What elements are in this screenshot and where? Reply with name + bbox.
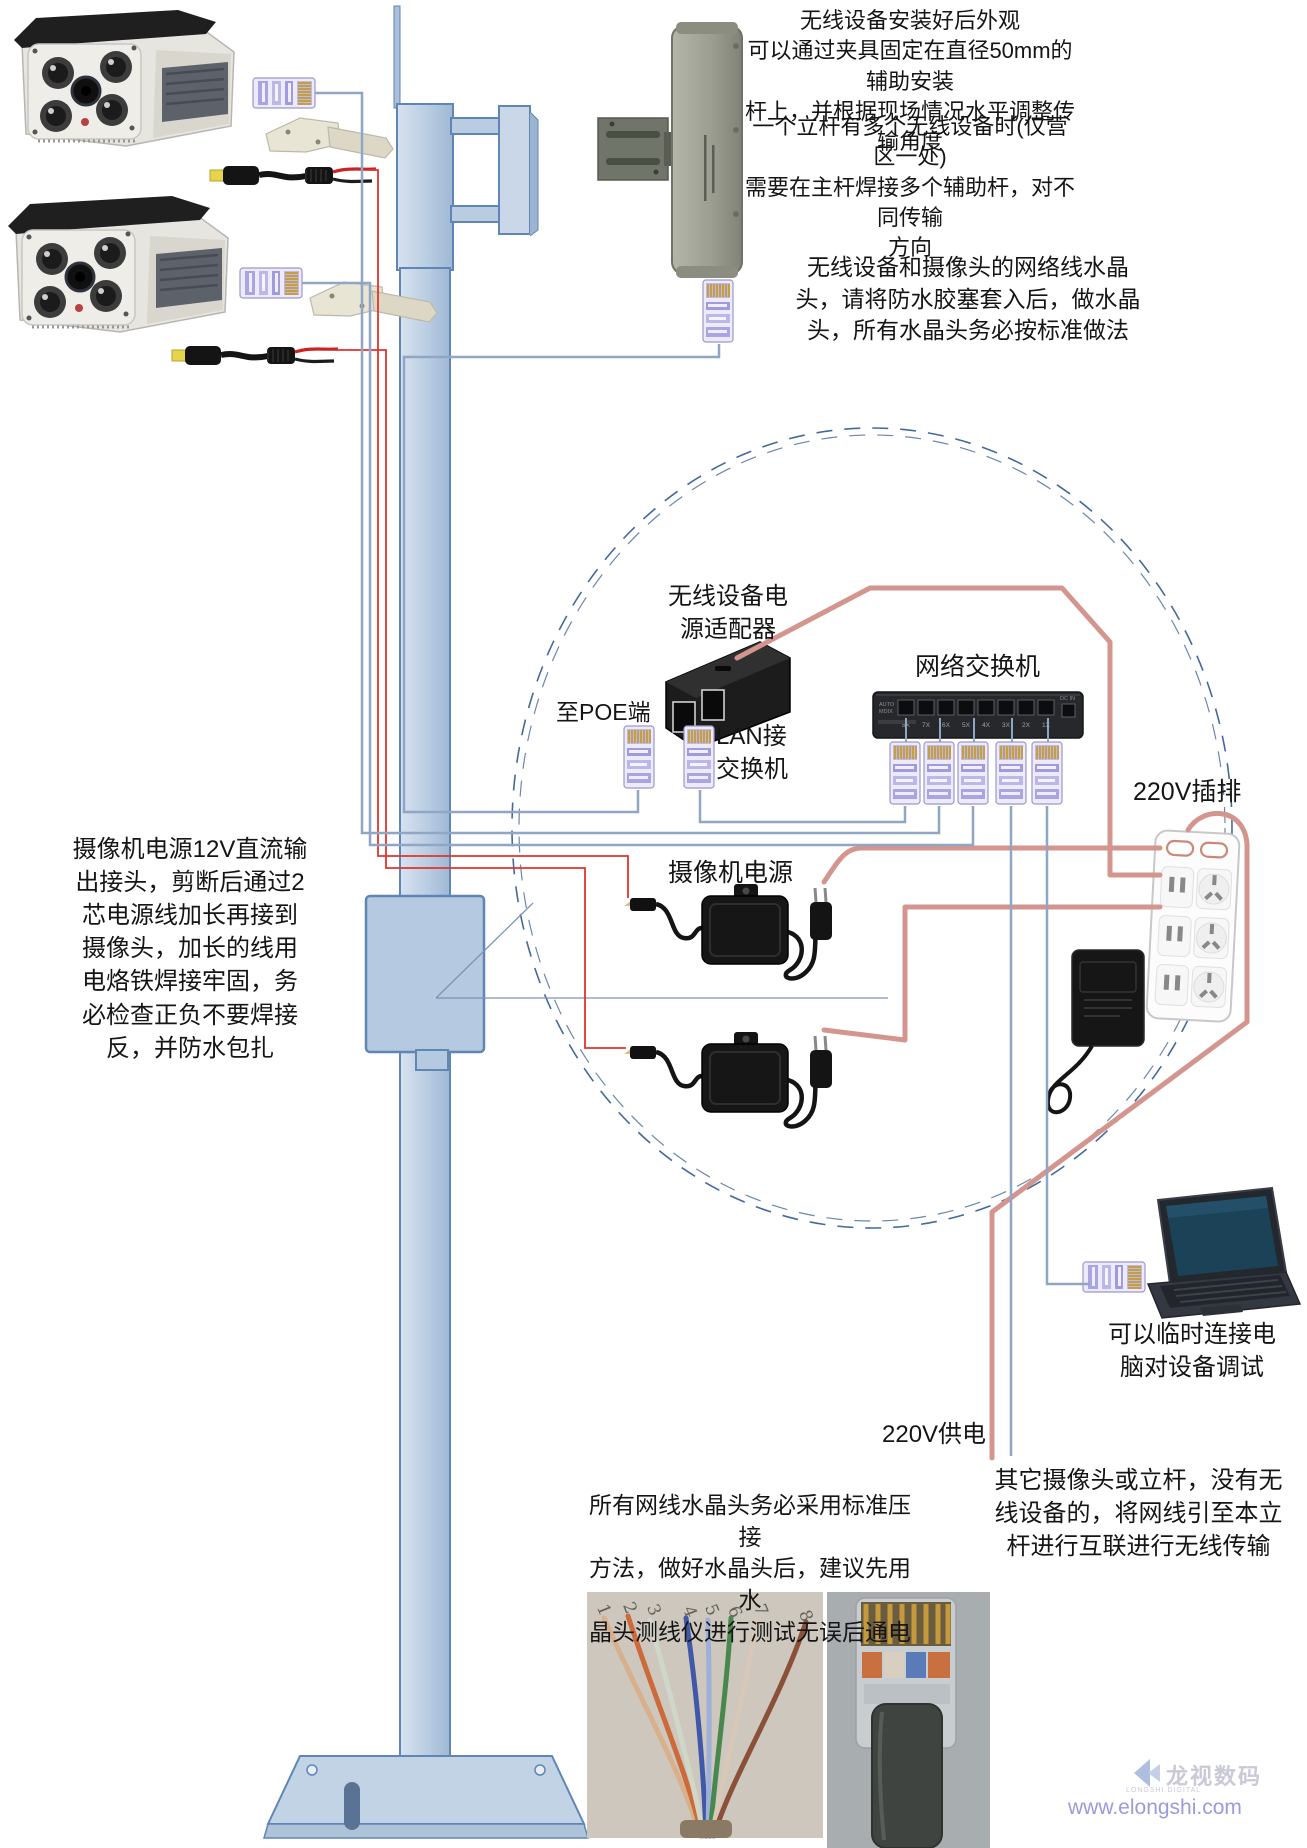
- switch-adapter: [1045, 949, 1145, 1115]
- label-camera-psu: 摄像机电源: [668, 859, 794, 887]
- port-label: 2X: [1022, 722, 1031, 729]
- port-label: 4X: [982, 722, 991, 729]
- switch-port-links: [905, 718, 1049, 742]
- label-lan-switch: LAN接 交换机: [716, 723, 788, 784]
- junction-box: [364, 894, 486, 1071]
- brand-subtitle: LONGSHI DIGITAL: [1126, 1787, 1202, 1794]
- wire-psu1-ac: [821, 845, 1163, 885]
- switch-mdix-label: MDIX: [879, 709, 893, 715]
- rj45-row: [889, 741, 1063, 805]
- note-other-poles: 其它摄像头或立杆，没有无 线设备的，将网线引至本立 杆进行互联进行无线传输: [994, 1467, 1283, 1561]
- photo-rj45-plug: [827, 1592, 990, 1848]
- wire-laptop: [1045, 806, 1090, 1286]
- brand-chevron-icon: [1134, 1759, 1160, 1787]
- brand-url: www.elongshi.com: [1068, 1796, 1242, 1819]
- rj45-wireless: [702, 279, 734, 343]
- label-220v-supply: 220V供电: [882, 1421, 987, 1448]
- network-switch: 8X 7X 6X 5X 4X 3X 2X 1X AUTO MDIX DC IN: [872, 691, 1084, 739]
- rj45-to-poe: [623, 725, 655, 789]
- switch-auto-label: AUTO: [879, 702, 895, 708]
- laptop: [1146, 1186, 1302, 1319]
- port-label: 3X: [1002, 722, 1011, 729]
- wire-cam1-net: [315, 91, 941, 835]
- rj45-lan: [683, 725, 715, 789]
- photo-wiring: [587, 1592, 823, 1839]
- detail-circle: [511, 427, 1233, 1229]
- port-label: 7X: [922, 722, 931, 729]
- wire-lan: [698, 790, 907, 824]
- port-label: 1X: [1042, 722, 1051, 729]
- callout-leader: [435, 902, 888, 999]
- wire-adapter-power: [734, 585, 1163, 878]
- wire-cam2-net: [302, 281, 975, 847]
- label-to-poe: 至POE端: [556, 699, 651, 725]
- rj45-camera-1: [252, 77, 316, 109]
- note-crimp-standard: 所有网线水晶头务必采用标准压接 方法，做好水晶头后，建议先用水 晶头测线仪进行测…: [589, 1492, 911, 1645]
- pigtail-2: [172, 346, 338, 365]
- port-label: 6X: [942, 722, 951, 729]
- wire-220v-supply: [989, 810, 1250, 1461]
- switch-dc-label: DC IN: [1060, 696, 1075, 702]
- camera-psu-1: [624, 884, 832, 978]
- rj45-laptop: [1082, 1261, 1146, 1293]
- pigtail-1: [210, 166, 376, 185]
- poe-injector: [665, 641, 791, 749]
- port-label: 5X: [962, 722, 971, 729]
- note-camera-power: 摄像机电源12V直流输 出接头，剪断后通过2 芯电源线加长再接到 摄像头，加长的…: [72, 836, 308, 1062]
- wireless-device: [597, 22, 743, 278]
- rj45-camera-2: [239, 267, 303, 299]
- label-power-strip: 220V插排: [1133, 778, 1242, 806]
- wire-poe-feed: [402, 344, 721, 814]
- pole-base: [263, 1755, 589, 1839]
- label-network-switch: 网络交换机: [914, 653, 1040, 681]
- aux-mount-bar: [450, 105, 539, 237]
- camera-2: [6, 194, 230, 334]
- wire-cam2-power: [335, 349, 626, 1049]
- label-wireless-adapter: 无线设备电 源适配器: [668, 583, 788, 644]
- brand-name: 龙视数码: [1166, 1764, 1263, 1789]
- bracket-1: [265, 117, 394, 159]
- pole: [263, 5, 589, 1839]
- wire-cam1-power: [370, 169, 629, 898]
- note-laptop-debug: 可以临时连接电 脑对设备调试: [1108, 1321, 1276, 1382]
- note-wireless-install: 无线设备安装好后外观 可以通过夹具固定在直径50mm的辅助安装 杆上，并根据现场…: [744, 8, 1075, 155]
- note-multi-device: 一个立杆有多个无线设备时(仅营区一处) 需要在主杆焊接多个辅助杆，对不同传输 方…: [744, 114, 1075, 261]
- wire-psu2-ac: [821, 904, 1163, 1043]
- camera-psu-2: [624, 1032, 832, 1126]
- power-strip: [1145, 829, 1241, 1023]
- cabling: [302, 91, 1250, 1461]
- note-crystal-head: 无线设备和摄像头的网络线水晶 头，请将防水胶塞套入后，做水晶 头，所有水晶头务必…: [795, 254, 1141, 344]
- camera-1: [12, 8, 236, 148]
